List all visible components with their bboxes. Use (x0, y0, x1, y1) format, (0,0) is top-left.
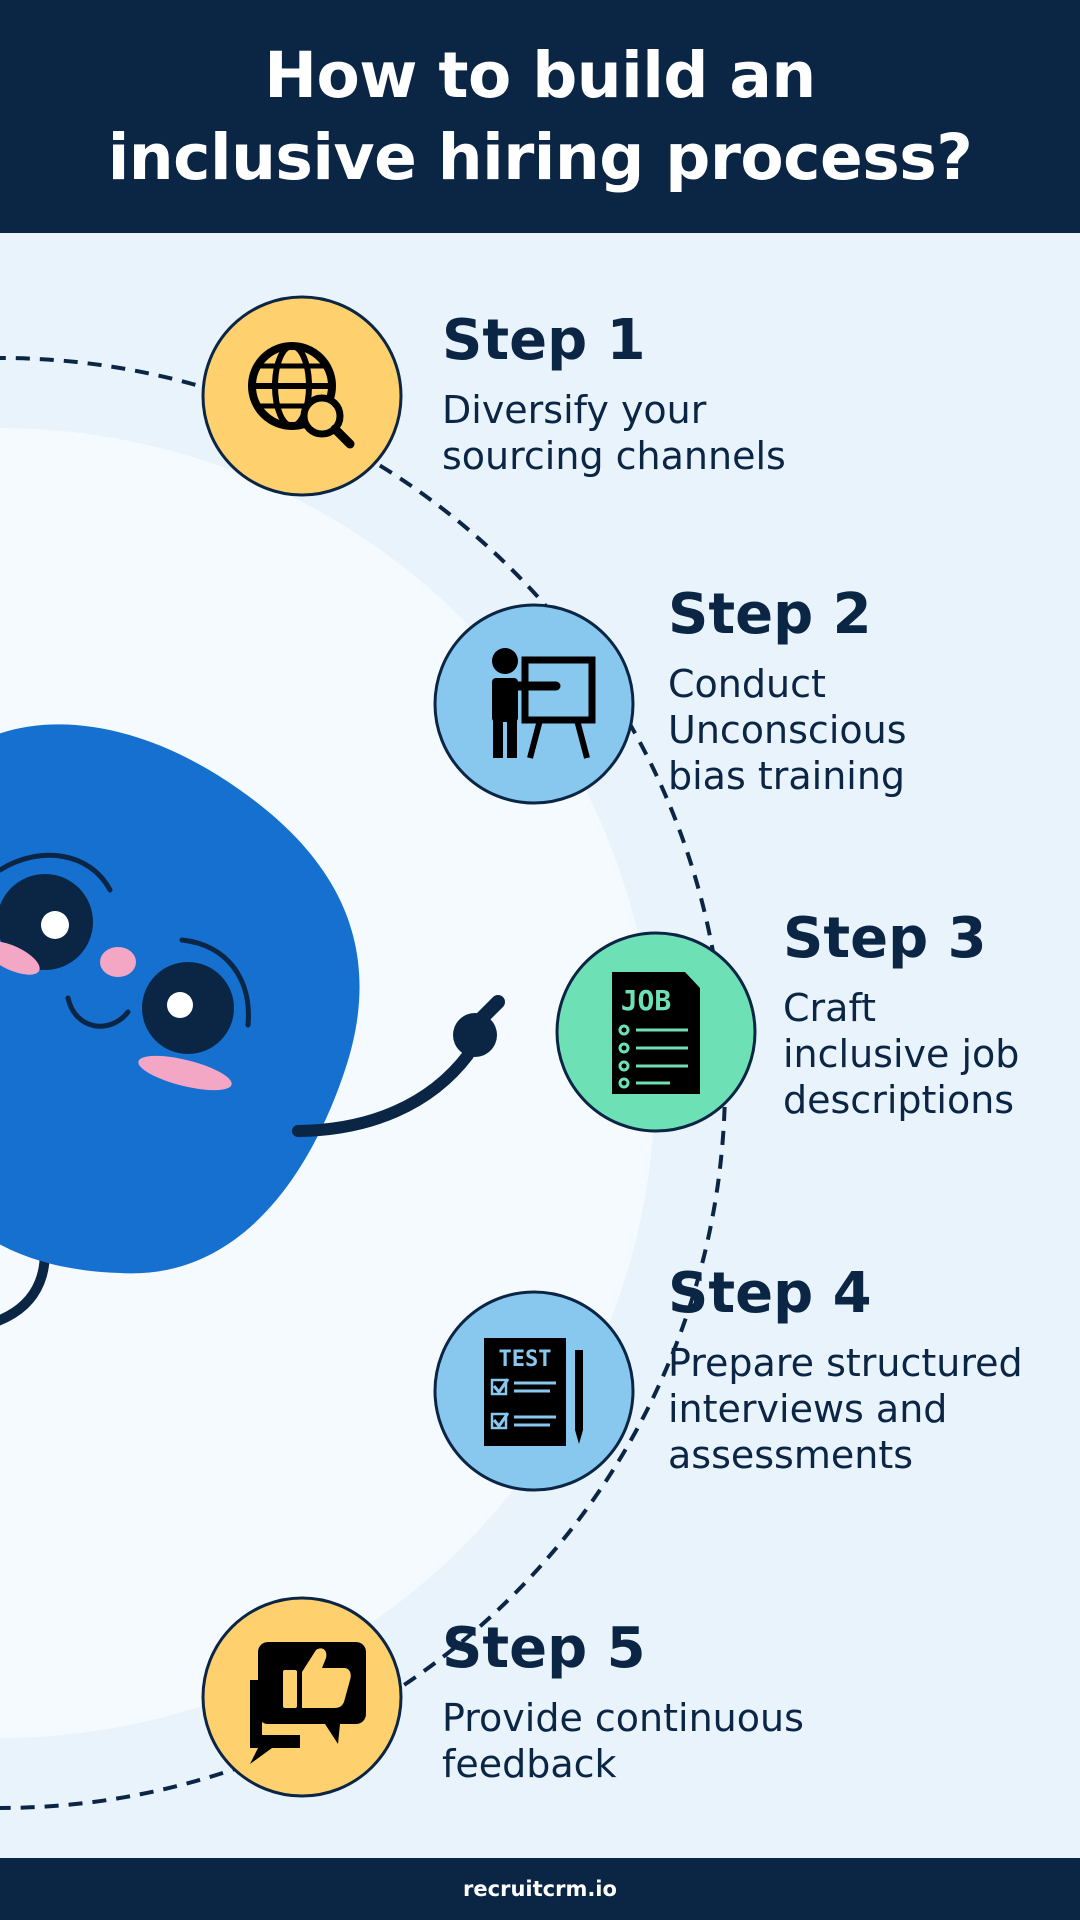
step-1-icon-badge (201, 295, 403, 497)
step-2-icon-badge (433, 603, 635, 805)
process-illustration: JOB TEST (0, 295, 757, 1810)
step-5: Step 5 Provide continuous feedback (442, 1617, 804, 1787)
footer-bar: recruitcrm.io (0, 1858, 1080, 1920)
step-2: Step 2 Conduct Unconscious bias training (668, 583, 907, 799)
step-3-line-3: descriptions (783, 1078, 1015, 1122)
mascot-right-eyebrow (179, 937, 251, 1028)
step-3-description: Craft inclusive job descriptions (783, 985, 1019, 1123)
step-4-title: Step 4 (668, 1261, 872, 1326)
step-3-line-1: Craft (783, 986, 877, 1030)
mascot-smile (65, 995, 131, 1029)
step-2-line-2: Unconscious (668, 708, 907, 752)
training-presenter-icon (492, 648, 596, 759)
mascot-pointing-arm (292, 1049, 474, 1137)
step-4-icon-badge: TEST (433, 1290, 635, 1492)
header-banner: How to build an inclusive hiring process… (0, 0, 1080, 233)
step-5-icon-badge (201, 1596, 403, 1798)
step-4-line-3: assessments (668, 1433, 914, 1477)
mascot-left-blush-outer (0, 941, 40, 975)
mascot (0, 724, 505, 1326)
title-line-2: inclusive hiring process? (107, 120, 973, 194)
step-1-line-1: Diversify your (442, 388, 707, 432)
step-3-icon-badge: JOB (555, 931, 757, 1133)
mascot-pointing-finger (473, 995, 505, 1027)
job-document-icon: JOB (612, 972, 700, 1094)
mascot-left-eye-highlight (41, 911, 69, 939)
step-3-title: Step 3 (783, 906, 987, 971)
step-2-line-1: Conduct (668, 662, 826, 706)
step-5-line-2: feedback (442, 1742, 617, 1786)
step-5-description: Provide continuous feedback (442, 1695, 804, 1787)
step-4-line-1: Prepare structured (668, 1341, 1023, 1385)
test-checklist-icon: TEST (484, 1338, 583, 1446)
page-title: How to build an inclusive hiring process… (108, 35, 973, 199)
step-1-line-2: sourcing channels (442, 434, 786, 478)
mascot-right-eye-highlight (167, 992, 193, 1018)
step-1-title: Step 1 (442, 308, 646, 373)
step-4: Step 4 Prepare structured interviews and… (668, 1262, 1023, 1478)
step-4-line-2: interviews and (668, 1387, 948, 1431)
step-3: Step 3 Craft inclusive job descriptions (783, 907, 1019, 1123)
title-line-1: How to build an (264, 38, 816, 112)
step-4-description: Prepare structured interviews and assess… (668, 1340, 1023, 1478)
step-2-description: Conduct Unconscious bias training (668, 661, 907, 799)
job-icon-label: JOB (621, 984, 672, 1017)
feedback-thumbs-up-icon (250, 1642, 366, 1764)
step-3-line-2: inclusive job (783, 1032, 1020, 1076)
step-2-line-3: bias training (668, 754, 906, 798)
footer-website-link[interactable]: recruitcrm.io (463, 1877, 617, 1901)
step-5-title: Step 5 (442, 1616, 646, 1681)
mascot-right-blush (138, 1055, 232, 1091)
step-1: Step 1 Diversify your sourcing channels (442, 309, 786, 479)
mascot-left-eyebrow (0, 852, 113, 893)
mascot-hand (453, 1013, 497, 1057)
step-5-line-1: Provide continuous (442, 1696, 804, 1740)
step-2-title: Step 2 (668, 582, 872, 647)
mascot-left-blush (100, 947, 136, 977)
globe-search-icon (248, 342, 355, 449)
test-icon-label: TEST (499, 1347, 552, 1372)
step-1-description: Diversify your sourcing channels (442, 387, 786, 479)
